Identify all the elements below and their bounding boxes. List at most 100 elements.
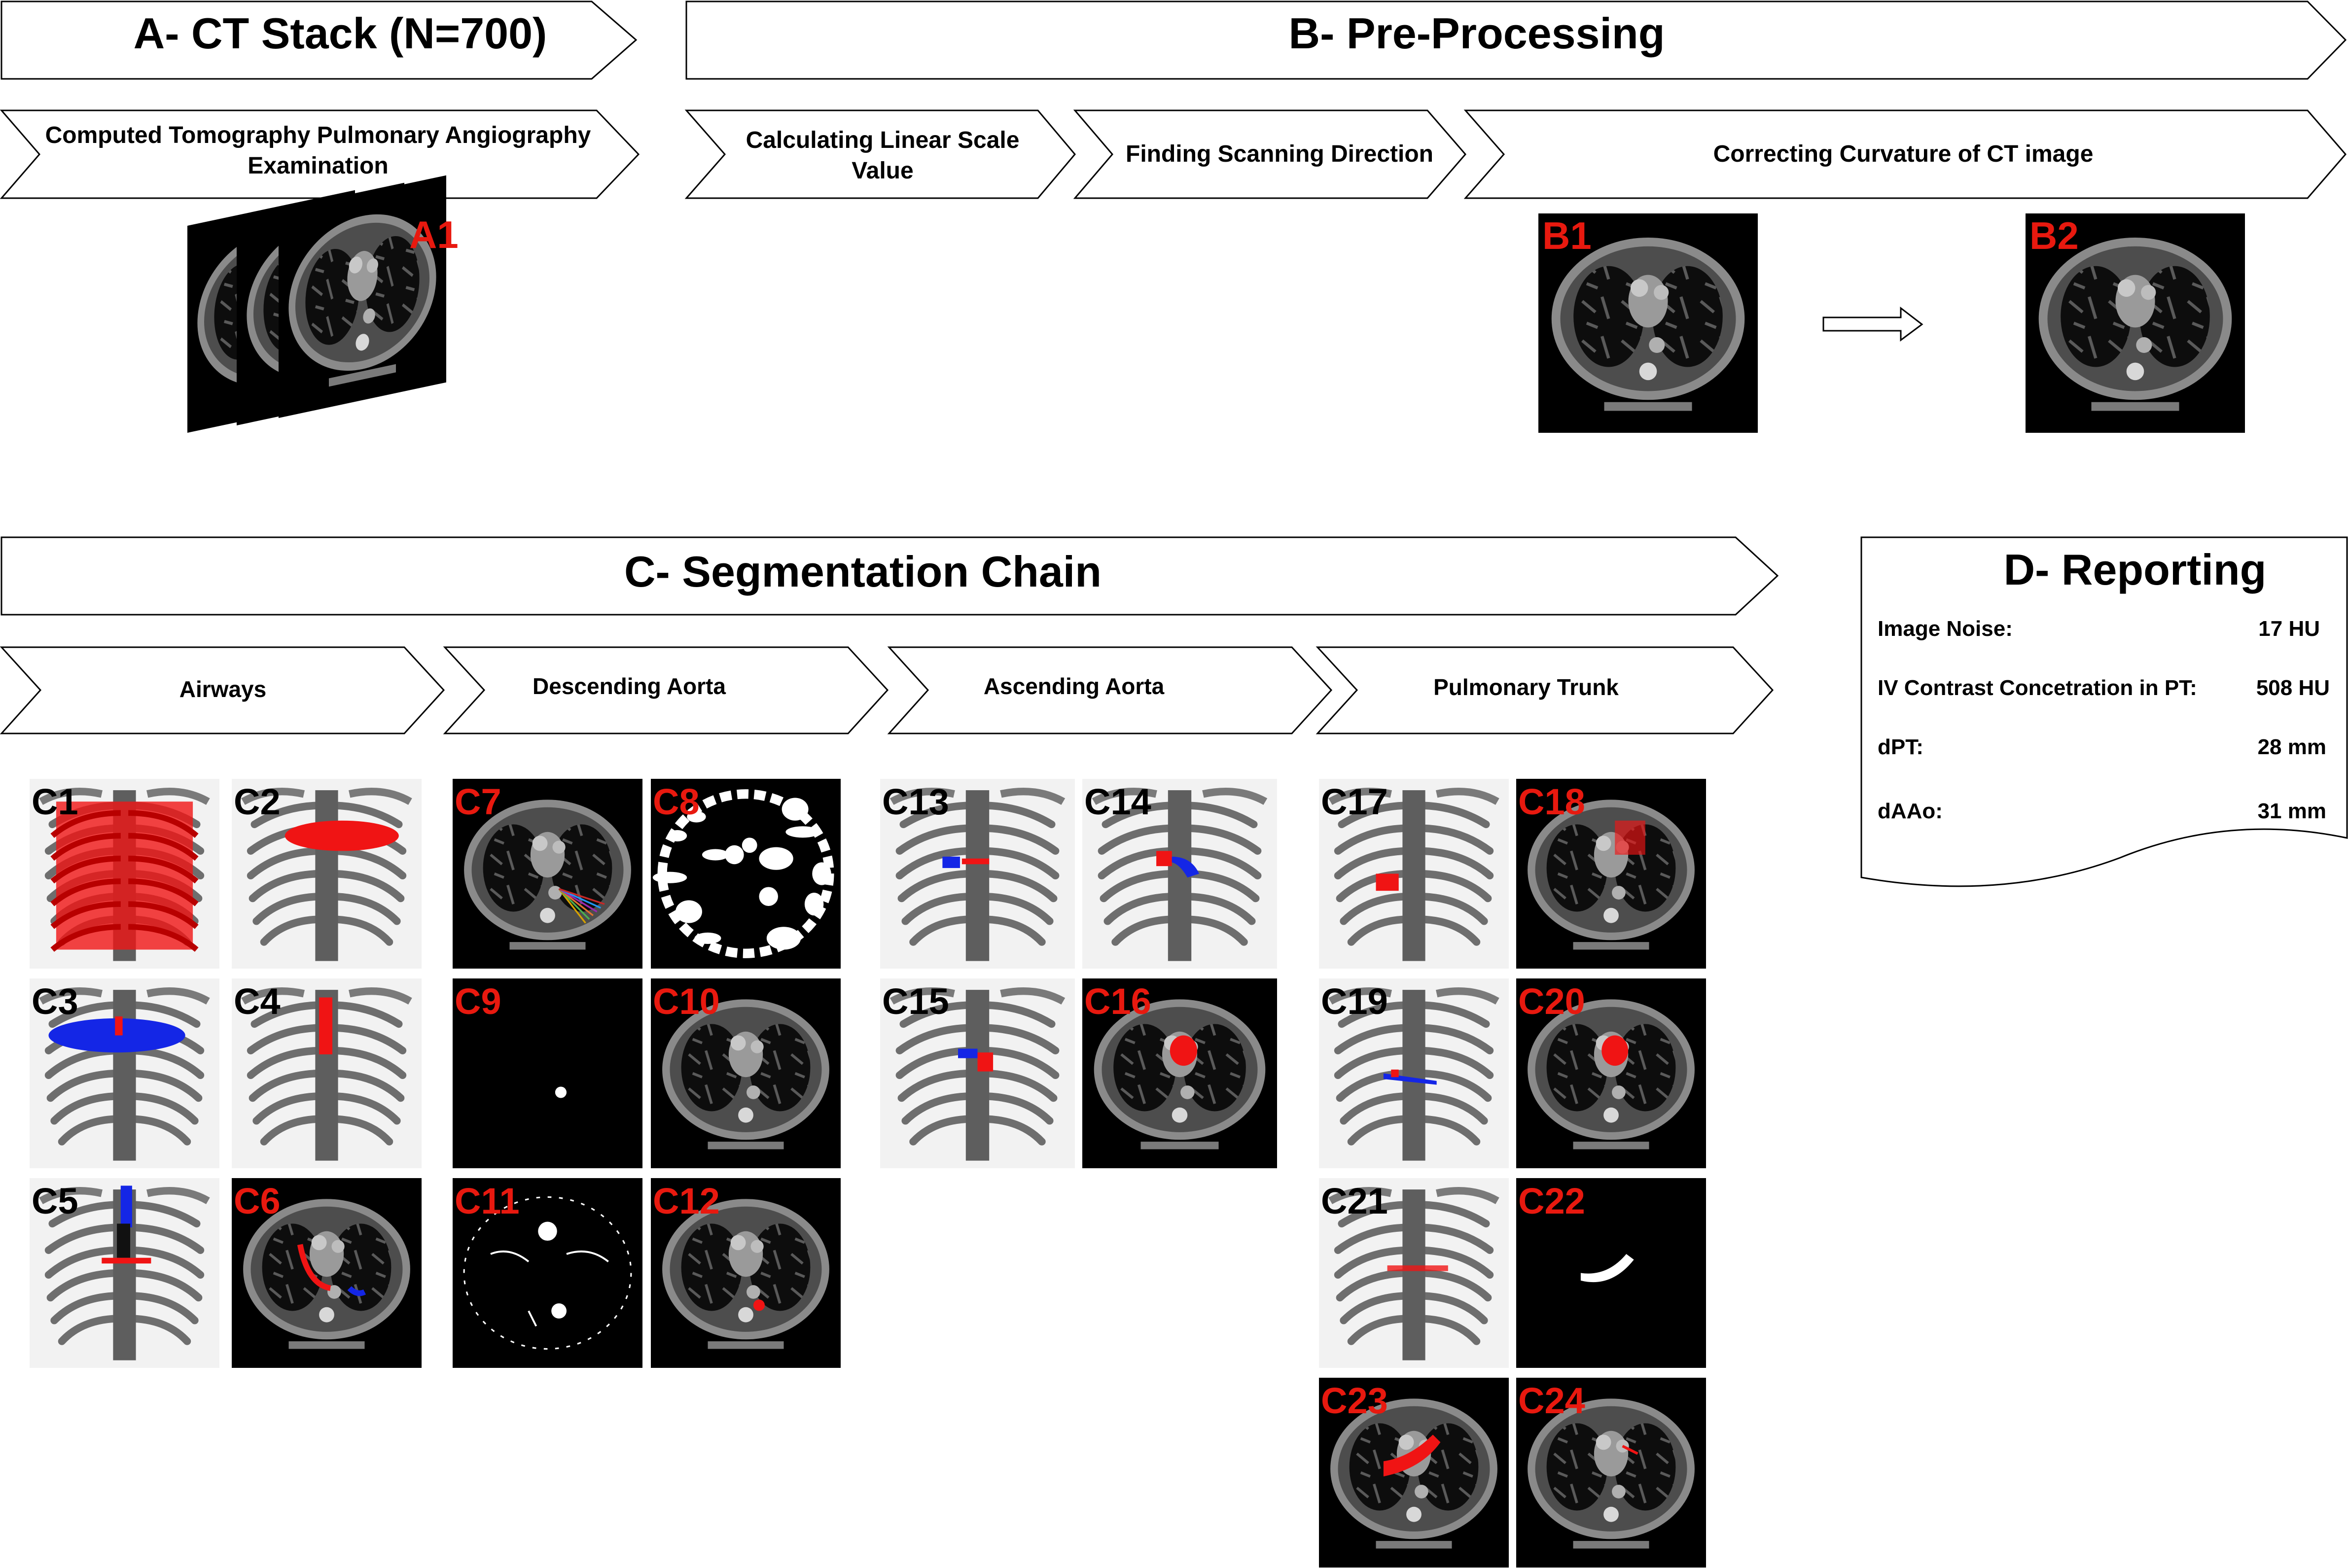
panel-b2: B2	[2026, 213, 2245, 433]
step-scanning-direction: Finding Scanning Direction	[1073, 109, 1466, 199]
step-pulmonary-trunk: Pulmonary Trunk	[1316, 646, 1774, 734]
overlay-red-region	[1387, 1265, 1448, 1271]
panel-c2	[232, 779, 422, 969]
overlay-red-region	[1601, 1035, 1629, 1066]
step-linear-scale-line1: Calculating Linear Scale	[746, 127, 1020, 153]
overlay-blue-region	[942, 856, 960, 868]
panel-label: C19	[1321, 981, 1388, 1022]
overlay-red-region	[1156, 851, 1172, 867]
report-value: 28 mm	[2258, 735, 2326, 759]
step-linear-scale-line2: Value	[852, 158, 913, 184]
panel-c5	[30, 1178, 219, 1368]
panel-label: C24	[1518, 1380, 1585, 1421]
section-b-title: B- Pre-Processing	[1289, 9, 1665, 58]
panel-label: C18	[1518, 781, 1585, 822]
panel-label: C14	[1084, 781, 1151, 822]
panel-label: C2	[234, 781, 281, 822]
panel-c6	[232, 1178, 422, 1368]
panel-label: C13	[882, 781, 949, 822]
panel-a1: A1	[187, 175, 459, 433]
panel-c24	[1516, 1378, 1706, 1568]
step-correct-curvature-label: Correcting Curvature of CT image	[1713, 141, 2094, 167]
panel-label: C15	[882, 981, 949, 1022]
panel-label: C8	[653, 781, 700, 822]
step-ctpa-line2: Examination	[248, 153, 388, 179]
panel-label: C10	[653, 981, 720, 1022]
panel-c20	[1516, 978, 1706, 1168]
panel-b2-label: B2	[2029, 214, 2079, 257]
panel-c1	[30, 779, 219, 969]
panel-label: C21	[1321, 1181, 1388, 1221]
section-c-title: C- Segmentation Chain	[624, 547, 1102, 596]
panel-c13	[880, 779, 1075, 969]
panel-c17	[1319, 779, 1509, 969]
step-ctpa-line1: Computed Tomography Pulmonary Angiograph…	[45, 122, 591, 148]
report-title: D- Reporting	[2004, 545, 2267, 594]
step-descending-aorta: Descending Aorta	[443, 646, 889, 734]
overlay-red-region	[1376, 873, 1399, 891]
panel-label: C12	[653, 1181, 720, 1221]
report-row: dAAo: 31 mm	[1878, 799, 2326, 823]
step-ctpa: Computed Tomography Pulmonary Angiograph…	[0, 109, 640, 199]
report-label: dPT:	[1878, 735, 1923, 759]
overlay-ray	[558, 888, 586, 924]
overlay-red-region	[319, 997, 333, 1054]
report-value: 31 mm	[2258, 799, 2326, 823]
overlay-red-region	[1383, 1434, 1441, 1477]
report-document: D- Reporting Image Noise: 17 HU IV Contr…	[1860, 536, 2348, 887]
step-descending-aorta-label: Descending Aorta	[533, 673, 726, 699]
report-row: IV Contrast Concetration in PT: 508 HU	[1878, 676, 2330, 700]
overlay-ray	[558, 888, 594, 916]
report-value: 17 HU	[2258, 617, 2320, 641]
panel-c19	[1319, 978, 1509, 1168]
step-ascending-aorta-label: Ascending Aorta	[984, 673, 1165, 699]
overlay-red-region	[1170, 1035, 1198, 1066]
panel-c7	[453, 779, 642, 969]
panel-label: C7	[455, 781, 501, 822]
step-pulmonary-trunk-label: Pulmonary Trunk	[1433, 674, 1619, 700]
overlay-red-region	[1615, 820, 1645, 855]
panel-label: C3	[32, 981, 78, 1022]
panel-c8	[651, 779, 841, 969]
panel-a1-label: A1	[409, 213, 459, 256]
section-c-header: C- Segmentation Chain	[0, 536, 1779, 616]
panel-label: C4	[234, 981, 281, 1022]
overlay-red-region	[1622, 1445, 1638, 1455]
overlay-ray	[558, 888, 590, 920]
panel-c3	[30, 978, 219, 1168]
overlay-red-region	[297, 1244, 331, 1291]
section-a-title: A- CT Stack (N=700)	[134, 9, 547, 58]
report-label: dAAo:	[1878, 799, 1943, 823]
panel-c14	[1082, 779, 1277, 969]
panel-label: C16	[1084, 981, 1151, 1022]
panel-label: C5	[32, 1181, 78, 1221]
report-label: IV Contrast Concetration in PT:	[1878, 676, 2197, 700]
panel-c9	[453, 978, 642, 1168]
panel-c23	[1319, 1378, 1509, 1568]
panel-c12	[651, 1178, 841, 1368]
mask-shape	[1580, 1254, 1634, 1283]
step-correct-curvature: Correcting Curvature of CT image	[1463, 109, 2347, 199]
section-a-header: A- CT Stack (N=700)	[0, 0, 638, 80]
overlay-blue-region	[958, 1048, 978, 1058]
panel-b1: B1	[1538, 213, 1758, 433]
step-airways: Airways	[0, 646, 445, 734]
report-label: Image Noise:	[1878, 617, 2013, 641]
report-value: 508 HU	[2256, 676, 2330, 700]
panel-label: C9	[455, 981, 501, 1022]
panel-c16	[1082, 978, 1277, 1168]
report-row: Image Noise: 17 HU	[1878, 617, 2320, 641]
report-row: dPT: 28 mm	[1878, 735, 2326, 759]
overlay-red-region	[753, 1299, 765, 1311]
overlay-ray	[559, 888, 605, 905]
overlay-red-region	[285, 820, 399, 851]
step-scanning-direction-label: Finding Scanning Direction	[1126, 141, 1433, 167]
panel-label: C6	[234, 1181, 281, 1221]
panel-label: C23	[1321, 1380, 1388, 1421]
panel-c4	[232, 978, 422, 1168]
panel-label: C22	[1518, 1181, 1585, 1221]
overlay-red-region	[56, 801, 193, 950]
curvature-arrow-icon	[1822, 306, 1923, 342]
panel-label: C11	[455, 1181, 520, 1221]
